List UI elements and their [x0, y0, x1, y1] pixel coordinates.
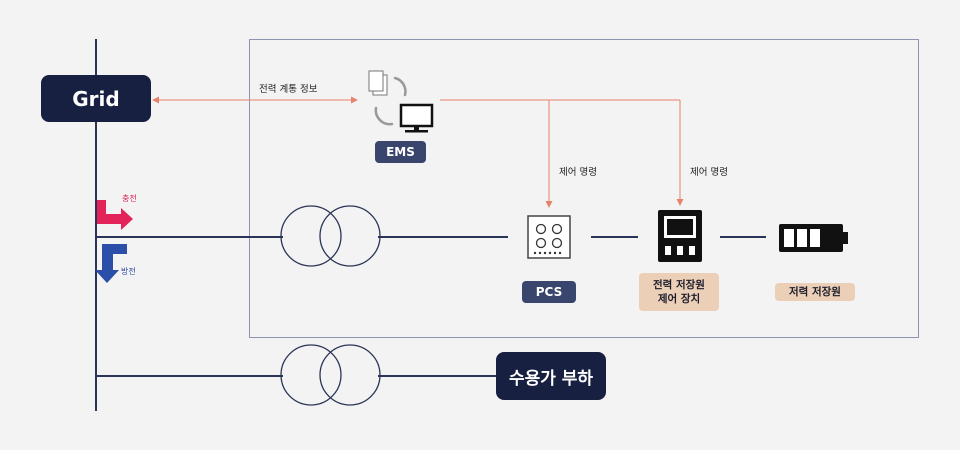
load-transformer-icon [280, 344, 381, 406]
pcs-label: PCS [522, 281, 576, 303]
grid-info-label: 전력 계통 정보 [259, 84, 318, 95]
discharge-label: 방전 [121, 267, 136, 276]
discharge-arrow-icon [95, 244, 127, 283]
monitor-icon [399, 103, 434, 133]
grid-label: Grid [41, 75, 151, 122]
ess-boundary [249, 39, 919, 338]
battery-label: 저력 저장원 [775, 283, 855, 301]
bus-to-load-transformer-wire [97, 375, 283, 377]
controller-to-battery-wire [720, 236, 766, 238]
sync-arcs-icon [393, 76, 407, 97]
documents-icon [368, 70, 388, 96]
main-bus-line [95, 39, 97, 411]
load-label: 수용가 부하 [496, 352, 606, 400]
pcs-command-label: 제어 명령 [559, 167, 597, 178]
pcs-to-controller-wire [591, 236, 638, 238]
battery-icon [779, 224, 848, 252]
charge-arrow-icon [97, 200, 133, 230]
ems-label: EMS [375, 141, 426, 163]
bus-to-transformer-wire [97, 236, 283, 238]
controller-label-line1: 전력 저장원 [653, 279, 705, 291]
load-transformer-to-load-wire [378, 375, 497, 377]
controller-command-label: 제어 명령 [690, 167, 728, 178]
controller-icon [658, 210, 702, 262]
controller-label-line2: 제어 장치 [657, 293, 701, 305]
transformer-icon [280, 205, 381, 267]
pcs-icon [527, 215, 571, 259]
controller-label: 전력 저장원 제어 장치 [639, 273, 719, 311]
transformer-to-pcs-wire [378, 236, 508, 238]
charge-label: 충전 [122, 194, 137, 203]
